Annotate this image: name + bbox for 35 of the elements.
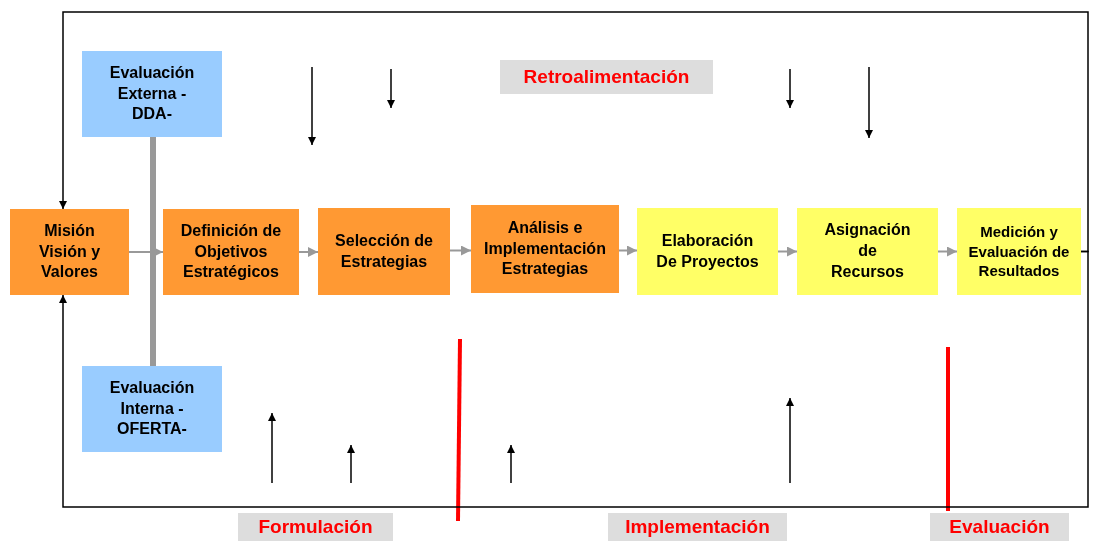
arrow — [937, 246, 958, 257]
box-label: Evaluación — [949, 514, 1050, 539]
box-label: Definición de Objetivos Estratégicos — [179, 220, 283, 283]
box-label: Selección de Estrategias — [334, 230, 434, 272]
process-box — [10, 209, 129, 295]
connector-line — [150, 137, 156, 366]
arrow — [128, 247, 164, 257]
box-label: Medición y Evaluación de Resultados — [967, 222, 1071, 281]
box-label: Evaluación Externa -DDA- — [108, 62, 196, 125]
box-label: Asignación de Recursos — [823, 220, 912, 282]
process-box — [318, 208, 450, 295]
process-box — [82, 366, 222, 452]
phase-banner — [608, 513, 787, 541]
arrow — [59, 11, 1089, 253]
box-label: Formulación — [258, 514, 373, 539]
arrow — [449, 245, 472, 256]
phase-banner — [930, 513, 1069, 541]
process-box — [797, 208, 938, 295]
box-label: Evaluación Interna -OFERTA- — [108, 377, 196, 440]
arrow — [618, 245, 638, 256]
process-box — [82, 51, 222, 137]
process-box — [637, 208, 778, 295]
box-label: Misión Visión y Valores — [37, 220, 102, 283]
phase-banner — [500, 60, 713, 94]
arrow — [298, 247, 319, 257]
arrow — [59, 250, 1089, 508]
process-box — [957, 208, 1081, 295]
process-box — [471, 205, 619, 293]
process-box — [163, 209, 299, 295]
box-label: Elaboración De Proyectos — [655, 230, 760, 272]
box-label: Retroalimentación — [523, 64, 690, 89]
arrow — [777, 246, 798, 257]
box-label: Análisis e Implementación Estrategias — [483, 217, 607, 280]
phase-banner — [238, 513, 393, 541]
box-label: Implementación — [625, 514, 770, 539]
